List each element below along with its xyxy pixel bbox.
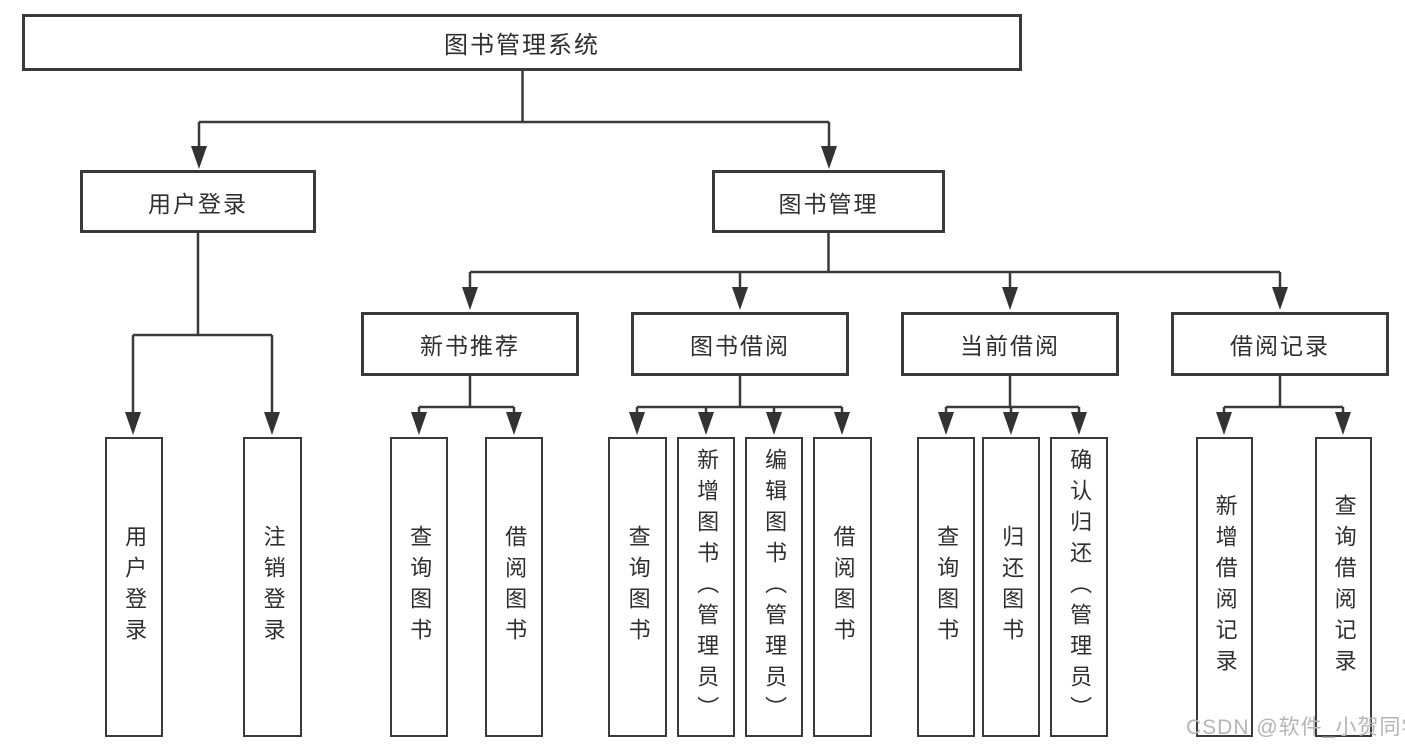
- leaf-borrow-books-label: 借阅图书: [830, 525, 856, 649]
- leaf-query-borrow-record-label: 查询借阅记录: [1331, 494, 1357, 680]
- leaf-query-books-recommend: 查询图书: [390, 437, 448, 737]
- node-root: 图书管理系统: [22, 14, 1022, 71]
- node-user-login: 用户登录: [80, 170, 316, 233]
- node-book-borrowing: 图书借阅: [631, 312, 849, 376]
- leaf-query-books-current: 查询图书: [917, 437, 975, 737]
- leaf-user-login: 用户登录: [105, 437, 163, 737]
- node-borrowing-records: 借阅记录: [1171, 312, 1389, 376]
- leaf-query-books-current-label: 查询图书: [934, 525, 960, 649]
- leaf-return-books: 归还图书: [982, 437, 1040, 737]
- leaf-query-books-borrow: 查询图书: [608, 437, 667, 737]
- leaf-confirm-return-admin-label: 确认归还（管理员）: [1067, 447, 1093, 727]
- leaf-return-books-label: 归还图书: [999, 525, 1025, 649]
- node-book-borrowing-label: 图书借阅: [690, 333, 790, 359]
- node-user-login-label: 用户登录: [148, 190, 248, 217]
- leaf-add-borrow-record: 新增借阅记录: [1196, 437, 1253, 737]
- leaf-add-borrow-record-label: 新增借阅记录: [1212, 494, 1238, 680]
- leaf-confirm-return-admin: 确认归还（管理员）: [1050, 437, 1108, 737]
- leaf-query-books-recommend-label: 查询图书: [407, 525, 433, 649]
- leaf-borrow-books: 借阅图书: [813, 437, 872, 737]
- leaf-query-books-borrow-label: 查询图书: [625, 525, 651, 649]
- node-new-book-recommend: 新书推荐: [361, 312, 579, 376]
- leaf-borrow-books-recommend-label: 借阅图书: [502, 525, 528, 649]
- node-current-borrowing: 当前借阅: [901, 312, 1119, 376]
- node-current-borrowing-label: 当前借阅: [960, 333, 1060, 359]
- node-book-management-label: 图书管理: [778, 190, 879, 217]
- csdn-watermark: CSDN @软件_小贺同学: [1186, 716, 1405, 739]
- leaf-edit-books-admin-label: 编辑图书（管理员）: [762, 447, 788, 727]
- arrowheads: [125, 146, 1351, 435]
- leaf-add-books-admin-label: 新增图书（管理员）: [694, 447, 720, 727]
- leaf-logout-label: 注销登录: [260, 525, 286, 649]
- leaf-borrow-books-recommend: 借阅图书: [485, 437, 543, 737]
- leaf-logout: 注销登录: [243, 437, 302, 737]
- leaf-edit-books-admin: 编辑图书（管理员）: [745, 437, 803, 737]
- node-new-book-recommend-label: 新书推荐: [420, 333, 520, 359]
- node-borrowing-records-label: 借阅记录: [1230, 333, 1330, 359]
- leaf-add-books-admin: 新增图书（管理员）: [677, 437, 735, 737]
- leaf-query-borrow-record: 查询借阅记录: [1315, 437, 1372, 737]
- leaf-user-login-label: 用户登录: [122, 525, 148, 649]
- node-root-label: 图书管理系统: [444, 32, 600, 59]
- node-book-management: 图书管理: [712, 170, 945, 233]
